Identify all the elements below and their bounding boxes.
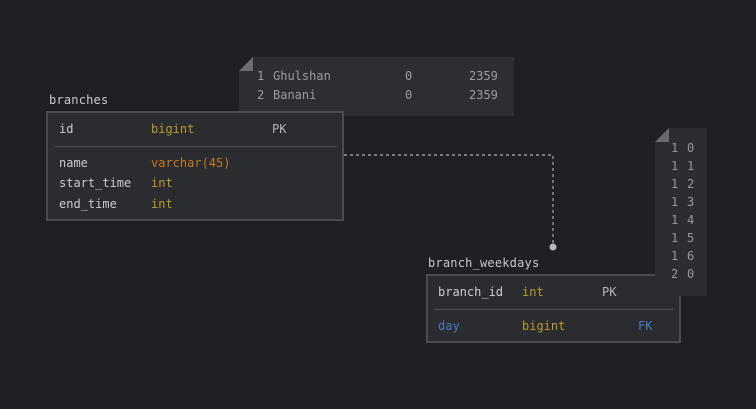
column-name: end_time — [59, 197, 117, 211]
cell-day: 2 — [687, 177, 695, 191]
cell-end-time: 2359 — [469, 69, 498, 83]
cell-day: 0 — [687, 267, 695, 281]
column-row-name[interactable]: name varchar(45) — [59, 155, 339, 171]
primary-key-badge: PK — [602, 285, 617, 299]
sample-row: 1 1 — [671, 158, 701, 174]
cell-branch-id: 1 — [671, 141, 679, 155]
relationship-endpoint-dot — [549, 243, 557, 251]
column-type: int — [151, 176, 173, 190]
column-type: bigint — [151, 122, 195, 136]
table-title-branches[interactable]: branches — [49, 93, 109, 107]
cell-branch-id: 1 — [671, 249, 679, 263]
column-name: start_time — [59, 176, 132, 190]
cell-id: 2 — [257, 88, 265, 102]
cell-end-time: 2359 — [469, 88, 498, 102]
cell-name: Ghulshan — [273, 69, 331, 83]
cell-branch-id: 1 — [671, 195, 679, 209]
column-row-day[interactable]: day bigint FK — [438, 318, 676, 334]
column-type: int — [151, 197, 173, 211]
cell-day: 6 — [687, 249, 695, 263]
table-box-branch-weekdays[interactable]: branch_id int PK day bigint FK — [426, 274, 681, 343]
column-name: name — [59, 156, 88, 170]
column-row-start-time[interactable]: start_time int — [59, 175, 339, 191]
cell-branch-id: 1 — [671, 177, 679, 191]
sample-row: 1 6 — [671, 248, 701, 264]
sample-row: 1 5 — [671, 230, 701, 246]
column-type: varchar(45) — [151, 156, 231, 170]
cell-day: 0 — [687, 141, 695, 155]
column-name: id — [59, 122, 74, 136]
cell-branch-id: 1 — [671, 213, 679, 227]
cell-day: 5 — [687, 231, 695, 245]
column-row-end-time[interactable]: end_time int — [59, 196, 339, 212]
column-type: bigint — [522, 319, 566, 333]
sample-row: 1 4 — [671, 212, 701, 228]
column-row-id[interactable]: id bigint PK — [59, 121, 339, 137]
table-box-branches[interactable]: id bigint PK name varchar(45) start_time… — [46, 111, 344, 221]
cell-day: 1 — [687, 159, 695, 173]
cell-branch-id: 1 — [671, 159, 679, 173]
foreign-key-badge: FK — [638, 319, 653, 333]
sample-row: 2 0 — [671, 266, 701, 282]
column-row-branch-id[interactable]: branch_id int PK — [438, 284, 676, 300]
column-type: int — [522, 285, 544, 299]
key-divider — [55, 146, 337, 147]
column-name: day — [438, 319, 460, 333]
key-divider — [434, 309, 674, 310]
relationship-line — [344, 154, 554, 244]
table-title-branch-weekdays[interactable]: branch_weekdays — [428, 256, 540, 270]
sample-row: 1 0 — [671, 140, 701, 156]
sample-row: 1 Ghulshan 0 2359 — [257, 68, 507, 84]
sample-row: 2 Banani 0 2359 — [257, 87, 507, 103]
column-name: branch_id — [438, 285, 504, 299]
branch-weekdays-sample-data-note: 1 0 1 1 1 2 1 3 1 4 1 5 1 6 2 0 — [655, 128, 707, 296]
cell-id: 1 — [257, 69, 265, 83]
cell-branch-id: 2 — [671, 267, 679, 281]
cell-branch-id: 1 — [671, 231, 679, 245]
cell-day: 3 — [687, 195, 695, 209]
sample-row: 1 2 — [671, 176, 701, 192]
branches-sample-data-note: 1 Ghulshan 0 2359 2 Banani 0 2359 — [239, 57, 514, 116]
cell-start-time: 0 — [405, 88, 413, 102]
cell-start-time: 0 — [405, 69, 413, 83]
primary-key-badge: PK — [272, 122, 287, 136]
cell-day: 4 — [687, 213, 695, 227]
cell-name: Banani — [273, 88, 317, 102]
sample-row: 1 3 — [671, 194, 701, 210]
